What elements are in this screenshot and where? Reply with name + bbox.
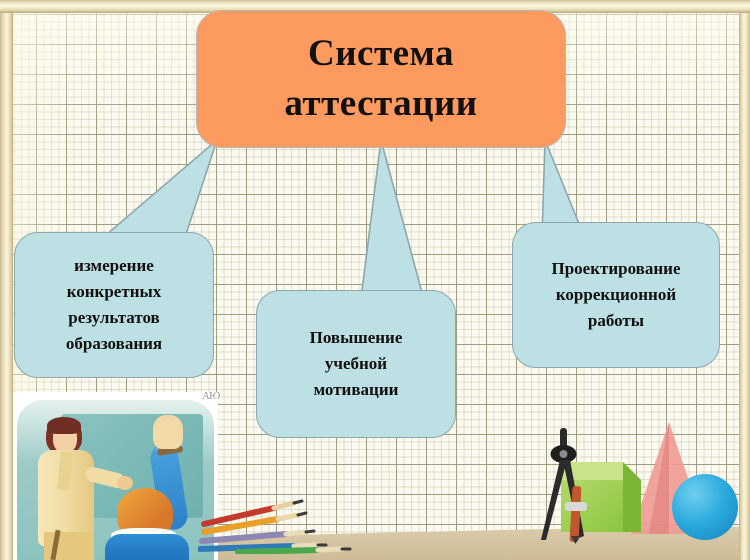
teacher-hair-front [47,417,81,434]
callout-box-motivation: Повышение учебной мотивации [256,290,456,438]
wood-frame-left [0,11,13,560]
callout-label-measurement: измерение конкретных результатов образов… [65,256,163,353]
compass-hinge-screw [559,450,568,458]
compass-clamp [565,502,587,511]
drafting-compass [541,428,587,544]
geometric-solids-group [527,419,742,544]
teacher-and-pupil-illustration [13,392,218,560]
green-cube-side [623,462,641,532]
wood-frame-right [739,11,750,560]
callout-label-motivation: Повышение учебной мотивации [309,328,403,399]
pupil-body [105,534,189,560]
logo-mark: АЮ [202,390,220,402]
colored-pencils [198,499,352,554]
pencil-purple [199,529,316,544]
callout-box-correction: Проектирование коррекционной работы [512,222,720,368]
wood-frame-top [0,0,750,13]
title-box: Система аттестации [196,10,566,148]
compass-leg-left [541,460,567,540]
pencil-green [235,546,352,554]
pink-cone-shading [649,422,669,534]
page-title: Система аттестации [284,33,478,124]
teacher-hand [117,476,133,490]
blue-sphere [672,474,738,540]
callout-box-measurement: измерение конкретных результатов образов… [14,232,214,378]
callout-label-correction: Проектирование коррекционной работы [551,259,681,330]
pupil-raised-hand [153,415,183,449]
